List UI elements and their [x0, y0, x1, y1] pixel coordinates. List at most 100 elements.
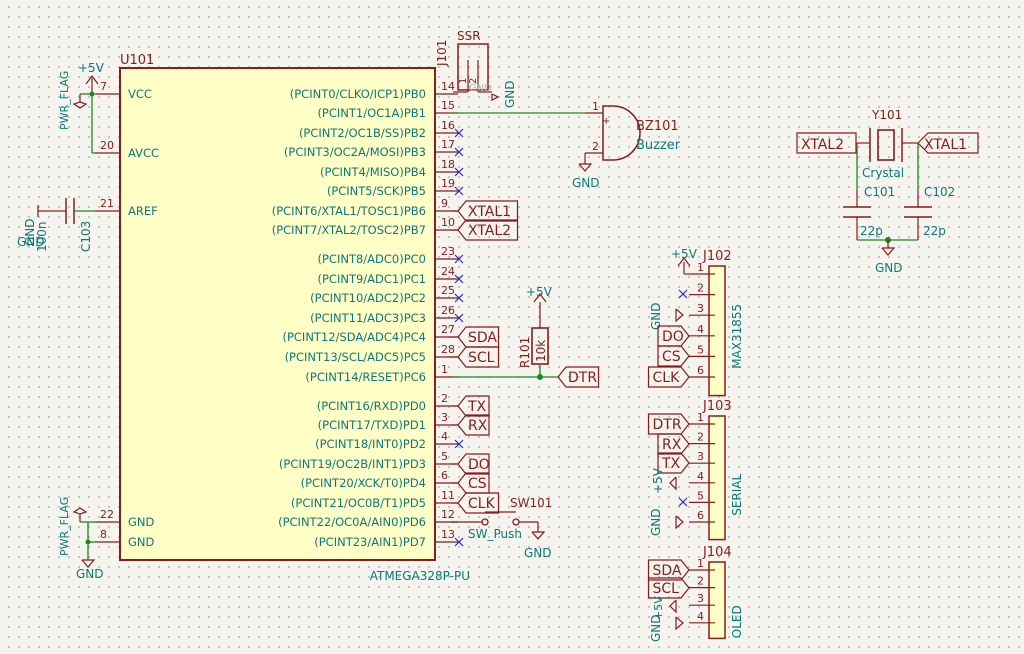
- net-label-pb7: XTAL2: [457, 219, 519, 241]
- sw101-value: SW_Push: [468, 527, 522, 541]
- j103-net-tx: TX: [657, 452, 690, 474]
- u101-left-pin-name: VCC: [128, 87, 152, 101]
- u101-right-pin-number: 24: [441, 265, 455, 278]
- bz101-reference: BZ101: [636, 119, 679, 134]
- connector-value: MAX31855: [730, 304, 744, 369]
- net-label-pd1: RX: [457, 414, 490, 436]
- sw101-switch[interactable]: GND SW101 SW_Push: [451, 496, 552, 560]
- connector-value: SERIAL: [730, 474, 744, 516]
- u101-right-pin-name: (PCINT22/OC0A/AIN0)PD6: [278, 515, 426, 529]
- u101-right-pin-number: 25: [441, 284, 455, 297]
- svg-text:DO: DO: [662, 329, 684, 345]
- connector-pin-number: 4: [697, 323, 704, 336]
- u101-right-pin-name: (PCINT11/ADC3)PC3: [310, 311, 426, 325]
- u101-left-pin-name: AREF: [128, 204, 158, 218]
- u101-right-pin-name: (PCINT3/OC2A/MOSI)PB3: [284, 145, 426, 159]
- bz101-gnd-label: GND: [572, 176, 600, 190]
- bz101-pin2: 2: [592, 140, 599, 153]
- no-connect-marker: [454, 128, 464, 138]
- u101-right-pin-number: 3: [441, 411, 448, 424]
- u101-left-pin-number: 20: [100, 139, 114, 152]
- u101-right-pin-name: (PCINT8/ADC0)PC0: [318, 252, 427, 266]
- r101-resistor[interactable]: +5V R101 10k: [451, 285, 558, 380]
- j103-plus5v-label: +5V: [651, 467, 665, 494]
- no-connect-marker: [454, 439, 464, 449]
- svg-text:CS: CS: [468, 476, 487, 492]
- connector-pin-number: 6: [697, 509, 704, 522]
- no-connect-marker: [454, 274, 464, 284]
- plus5v-vcc-label: +5V: [78, 61, 105, 75]
- u101-right-pin-number: 2: [441, 392, 448, 405]
- u101-right-pin-name: (PCINT18/INT0)PD2: [315, 437, 426, 451]
- u101-right-pin-number: 1: [441, 363, 448, 376]
- u101-right-pin-name: (PCINT7/XTAL2/TOSC2)PB7: [272, 223, 426, 237]
- svg-text:XTAL2: XTAL2: [468, 223, 511, 239]
- connector-pin-number: 3: [697, 302, 704, 315]
- net-label-pb6: XTAL1: [457, 200, 519, 222]
- no-connect-marker: [454, 186, 464, 196]
- u101-right-pin-number: 4: [441, 430, 448, 443]
- net-label-pd0: TX: [457, 395, 490, 417]
- j103-gnd-label: GND: [649, 508, 663, 536]
- u101-right-pin-number: 15: [441, 99, 455, 112]
- u101-right-pin-name: (PCINT21/OC0B/T1)PD5: [291, 496, 426, 510]
- j101-gnd-label: GND: [503, 80, 517, 108]
- u101-left-pin-name: AVCC: [128, 146, 159, 160]
- j103-net-dtr: DTR: [647, 413, 690, 435]
- j103-net-rx: RX: [657, 433, 690, 455]
- pwr-flag-top-label: PWR_FLAG: [58, 71, 71, 130]
- svg-text:CLK: CLK: [468, 496, 496, 512]
- sw101-reference: SW101: [510, 496, 552, 510]
- u101-symbol[interactable]: U101 ATMEGA328P-PU 7VCC20AVCC21AREF22GND…: [95, 53, 470, 583]
- c102-value: 22p: [923, 224, 946, 238]
- u101-right-pin-name: (PCINT14/RESET)PC6: [305, 370, 426, 384]
- u101-right-pin-name: (PCINT4/MISO)PB4: [320, 165, 426, 179]
- connector-pin-number: 2: [697, 431, 704, 444]
- r101-reference: R101: [518, 337, 532, 368]
- j101-ssr-connector[interactable]: J101 SSR 1 2 GND GND: [435, 29, 517, 108]
- connector-pin-number: 1: [697, 557, 704, 570]
- connector-pin-number: 4: [697, 610, 704, 623]
- connector-pin-number: 4: [697, 470, 704, 483]
- u101-right-pin-number: 6: [441, 469, 448, 482]
- u101-left-pin-number: 7: [100, 80, 107, 93]
- u101-right-pin-name: (PCINT6/XTAL1/TOSC1)PB6: [272, 204, 426, 218]
- no-connect-marker: [454, 537, 464, 547]
- j102-net-do: DO: [657, 325, 690, 347]
- svg-text:TX: TX: [661, 456, 681, 472]
- connector-pin-number: 3: [697, 592, 704, 605]
- svg-text:DTR: DTR: [568, 370, 597, 386]
- u101-left-pin-number: 8: [100, 528, 107, 541]
- u101-left-pin-number: 22: [100, 508, 114, 521]
- svg-text:XTAL1: XTAL1: [468, 204, 511, 220]
- u101-right-pin-number: 17: [441, 138, 455, 151]
- u101-right-pin-number: 13: [441, 528, 455, 541]
- c103-capacitor[interactable]: GND C103 100n GND: [17, 198, 95, 252]
- no-connect-marker: [454, 147, 464, 157]
- u101-left-pin-name: GND: [128, 515, 155, 529]
- connector-pin-number: 1: [697, 261, 704, 274]
- j101-gnd-ghost: GND: [469, 83, 492, 94]
- u101-power-section: +5V PWR_FLAG: [58, 61, 105, 154]
- u101-right-pin-number: 10: [441, 216, 455, 229]
- u101-right-pin-name: (PCINT17/TXD)PD1: [318, 418, 426, 432]
- c103-value: 100n: [35, 221, 49, 252]
- y101-crystal[interactable]: Y101 Crystal XTAL2 XTAL1 C101 22p C102 2…: [796, 108, 979, 275]
- r101-plus5v-label: +5V: [526, 285, 553, 299]
- bz101-buzzer[interactable]: 1 2 + GND BZ101 Buzzer: [451, 100, 681, 190]
- j104-net-scl: SCL: [647, 577, 690, 599]
- u101-right-pin-number: 16: [441, 119, 455, 132]
- svg-text:SDA: SDA: [653, 563, 682, 579]
- no-connect-marker: [454, 167, 464, 177]
- j102-net-clk: CLK: [647, 366, 690, 388]
- u101-right-pin-name: (PCINT12/SDA/ADC4)PC4: [282, 330, 426, 344]
- u101-right-pin-number: 28: [441, 343, 455, 356]
- net-label-pc6: DTR: [557, 366, 600, 388]
